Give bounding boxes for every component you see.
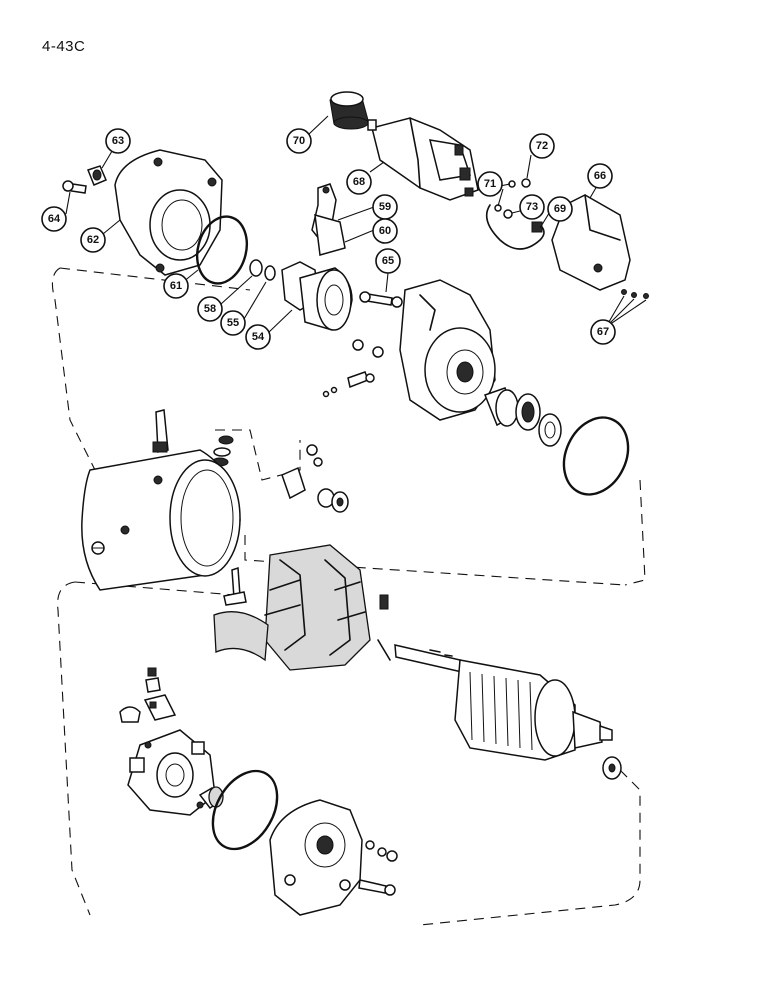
- callout-70: 70: [286, 128, 312, 154]
- pole-shoe: [213, 611, 269, 662]
- svg-text:54: 54: [252, 331, 265, 343]
- callout-72: 72: [529, 133, 555, 159]
- svg-text:73: 73: [526, 201, 538, 213]
- svg-text:59: 59: [379, 201, 391, 213]
- svg-text:60: 60: [379, 225, 391, 237]
- bushing-part-63: [87, 165, 107, 186]
- center-hardware: [322, 339, 384, 398]
- callout-71: 71: [477, 171, 503, 197]
- cover-part-66: [551, 194, 631, 291]
- lower-dashed-boundary: [57, 581, 91, 916]
- upper-dashed-bottom: [244, 535, 626, 586]
- callout-64: 64: [41, 206, 67, 232]
- lever-housing: [399, 279, 496, 421]
- callout-67: 67: [590, 319, 616, 345]
- boot-part-70: [329, 91, 369, 130]
- svg-text:67: 67: [597, 326, 609, 338]
- svg-text:55: 55: [227, 317, 239, 329]
- svg-text:71: 71: [484, 178, 496, 190]
- callout-66: 66: [587, 163, 613, 189]
- nut-part-72: [521, 178, 531, 188]
- callout-58: 58: [197, 296, 223, 322]
- lead-part-69: [485, 204, 545, 250]
- svg-text:72: 72: [536, 140, 548, 152]
- o-ring-part-61: [196, 215, 248, 285]
- end-frame-hardware: [358, 840, 398, 896]
- washer-part-58: [249, 259, 263, 277]
- solenoid-part-68: [367, 117, 479, 201]
- svg-text:64: 64: [48, 213, 61, 225]
- field-coil-assembly: [264, 544, 391, 671]
- svg-text:65: 65: [382, 255, 394, 267]
- callout-68: 68: [346, 169, 372, 195]
- callout-59: 59: [372, 194, 398, 220]
- svg-text:61: 61: [170, 280, 182, 292]
- page-reference: 4-43C: [42, 38, 86, 55]
- callout-62: 62: [80, 227, 106, 253]
- large-o-ring: [562, 416, 630, 496]
- svg-text:63: 63: [112, 135, 124, 147]
- svg-text:66: 66: [594, 170, 606, 182]
- callout-61: 61: [163, 273, 189, 299]
- ring-part-55: [264, 265, 276, 281]
- middle-dashed-link: [215, 429, 301, 481]
- commutator-end-frame: [269, 799, 363, 916]
- frame-screw: [91, 541, 105, 555]
- thrust-washer: [602, 756, 622, 780]
- svg-text:68: 68: [353, 176, 365, 188]
- terminal-stud: [152, 409, 169, 453]
- field-frame: [81, 449, 241, 591]
- bearing-stack: [484, 387, 562, 447]
- commutator-o-ring: [211, 769, 279, 851]
- terminal-bracket: [281, 444, 349, 513]
- bolt-part-65: [359, 291, 403, 308]
- washer-part-71: [494, 180, 516, 212]
- svg-text:70: 70: [293, 135, 305, 147]
- svg-text:58: 58: [204, 303, 216, 315]
- brush-hardware: [119, 667, 177, 723]
- screws-part-67: [621, 289, 649, 299]
- drive-clutch-part-54: [281, 261, 353, 331]
- upper-dashed-boundary-right: [59, 267, 646, 586]
- drive-housing-part-62: [114, 149, 223, 276]
- upper-dashed-boundary: [51, 267, 96, 471]
- nut-part-73: [503, 209, 513, 219]
- svg-text:69: 69: [554, 203, 566, 215]
- armature: [394, 644, 613, 761]
- shift-lever-part-59-60: [311, 183, 346, 256]
- svg-text:62: 62: [87, 234, 99, 246]
- callout-60: 60: [372, 218, 398, 244]
- callout-54: 54: [245, 324, 271, 350]
- pole-screw: [223, 566, 247, 606]
- callout-73: 73: [519, 194, 545, 220]
- callout-55: 55: [220, 310, 246, 336]
- callout-65: 65: [375, 248, 401, 274]
- callout-63: 63: [105, 128, 131, 154]
- callout-69: 69: [547, 196, 573, 222]
- brush-holder-plate: [127, 729, 216, 816]
- bolt-part-64: [62, 180, 87, 194]
- lower-dashed-right: [419, 769, 641, 926]
